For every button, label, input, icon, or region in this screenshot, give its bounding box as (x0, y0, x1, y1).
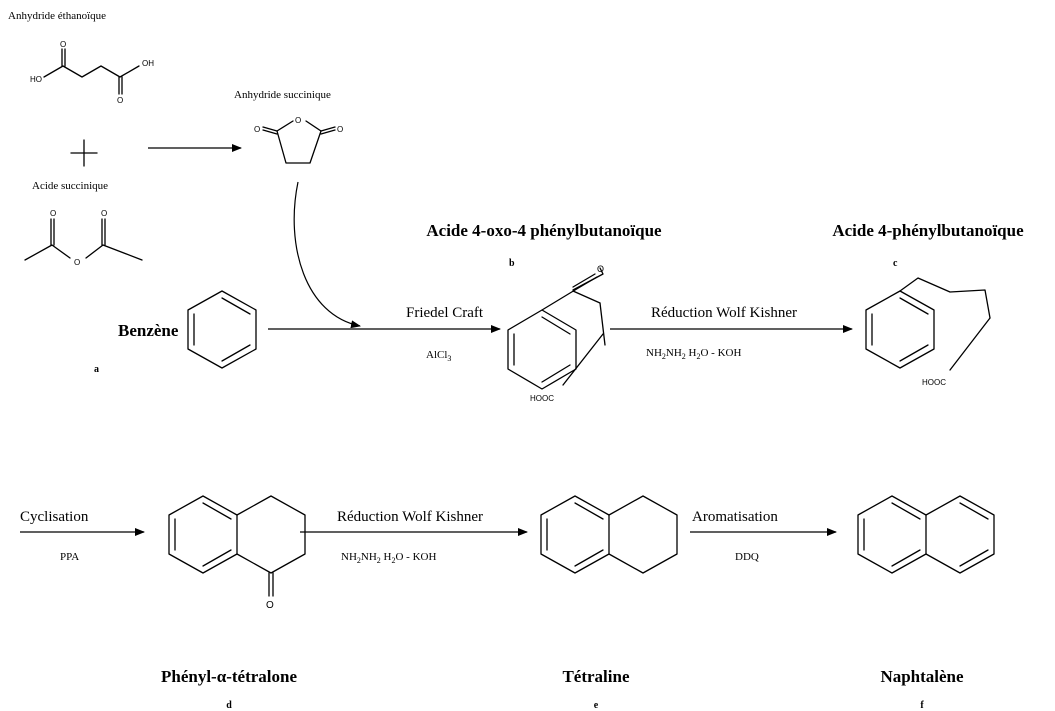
plus-sign (70, 139, 98, 167)
succinic-anhydride-structure: O O O (254, 116, 343, 164)
compound-d-letter: d (226, 700, 232, 711)
step-reduction2-reagent: NH2NH2 H2O - KOH (341, 551, 436, 565)
atom-o: O (254, 125, 260, 134)
benzene-structure (187, 290, 257, 369)
atom-hooc: HOOC (922, 378, 946, 387)
atom-o: O (74, 258, 80, 267)
atom-o: O (337, 125, 343, 134)
ethanoic-anhydride-label: Anhydride éthanoïque (8, 10, 106, 22)
compound-a-letter: a (94, 364, 99, 375)
compound-a-name: Benzène (118, 321, 179, 340)
compound-f-structure (857, 495, 995, 574)
step-reduction1-label: Réduction Wolf Kishner (651, 305, 797, 321)
compound-e-letter: e (594, 700, 599, 711)
step-reduction2-label: Réduction Wolf Kishner (337, 509, 483, 525)
atom-o: O (295, 116, 301, 125)
succinic-acid-label: Acide succinique (32, 180, 108, 192)
step-cyclisation-reagent: PPA (60, 551, 79, 563)
atom-oh: OH (142, 59, 154, 68)
compound-d-name: Phényl-α-tétralone (161, 667, 297, 686)
compound-c-structure: HOOC (865, 277, 991, 387)
step-friedel-label: Friedel Craft (406, 305, 484, 321)
succinic-anhydride-label: Anhydride succinique (234, 89, 331, 101)
step-reduction1-reagent: NH2NH2 H2O - KOH (646, 347, 741, 361)
compound-f-name: Naphtalène (880, 667, 964, 686)
atom-o: O (117, 96, 123, 105)
atom-o: O (60, 40, 66, 49)
compound-b-name: Acide 4-oxo-4 phénylbutanoïque (426, 221, 662, 240)
step-aromatisation-label: Aromatisation (692, 509, 778, 525)
atom-hooc: HOOC (530, 394, 554, 403)
atom-o: O (266, 600, 274, 611)
step-aromatisation-reagent: DDQ (735, 551, 759, 563)
atom-o: O (50, 209, 56, 218)
atom-o: O (597, 264, 604, 274)
compound-d-structure: O (168, 495, 306, 611)
step-cyclisation-label: Cyclisation (20, 509, 89, 525)
succinic-acid-structure: HO OH O O (30, 40, 154, 105)
compound-e-structure (540, 495, 678, 574)
compound-e-name: Tétraline (562, 667, 629, 686)
atom-ho: HO (30, 75, 42, 84)
acetic-anhydride-structure: O O O (24, 209, 143, 267)
atom-o: O (101, 209, 107, 218)
compound-c-letter: c (893, 258, 898, 269)
compound-c-name: Acide 4-phénylbutanoïque (832, 221, 1024, 240)
compound-f-letter: f (920, 700, 924, 711)
curved-arrow (293, 181, 361, 329)
step-friedel-reagent: AlCl3 (426, 349, 451, 363)
compound-b-letter: b (509, 258, 515, 269)
compound-b-structure: O HOOC (507, 264, 606, 403)
